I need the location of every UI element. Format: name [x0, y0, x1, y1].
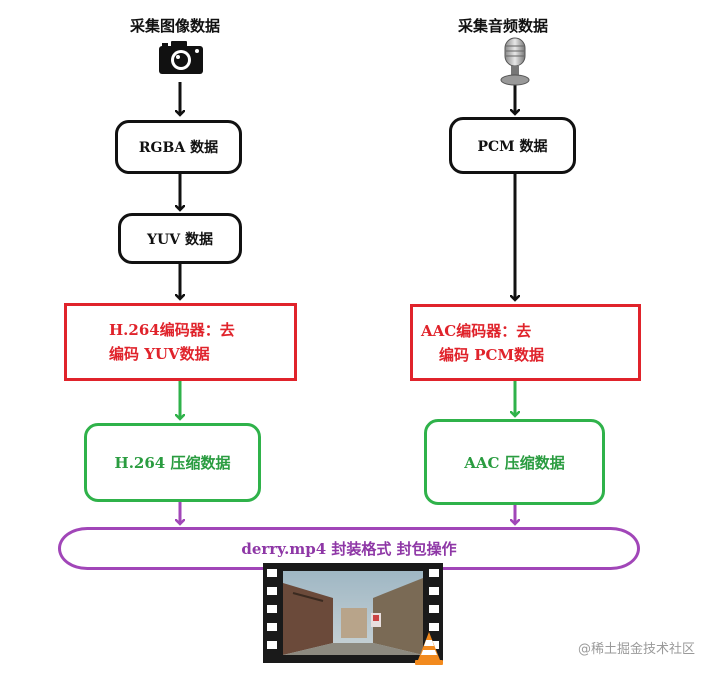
- yuv-data-label: YUV 数据: [147, 231, 213, 248]
- rgba-data-label: RGBA 数据: [138, 140, 219, 156]
- watermark: @稀土掘金技术社区: [577, 642, 695, 657]
- aac-compressed-label: AAC 压缩数据: [464, 453, 565, 472]
- pcm-data-label: PCM 数据: [477, 138, 548, 155]
- aac-compressed-box: AAC 压缩数据: [424, 419, 605, 505]
- h264-encoder-line1: H.264编码器：去: [109, 321, 235, 339]
- camera-icon: [159, 41, 203, 74]
- aac-encoder-box: AAC编码器：去 编码 PCM数据: [410, 304, 641, 381]
- h264-compressed-box: H.264 压缩数据: [84, 423, 261, 502]
- vlc-cone-icon: [415, 632, 443, 665]
- video-capture-label: 采集图像数据: [130, 17, 221, 35]
- h264-encoder-line2: 编码 YUV数据: [109, 345, 210, 363]
- microphone-icon: [500, 37, 530, 86]
- h264-encoder-box: H.264编码器：去 编码 YUV数据: [64, 303, 297, 381]
- rgba-data-box: RGBA 数据: [115, 120, 242, 174]
- yuv-data-box: YUV 数据: [118, 213, 242, 264]
- mux-box: derry.mp4 封装格式 封包操作: [58, 527, 640, 570]
- pcm-data-box: PCM 数据: [449, 117, 576, 174]
- aac-encoder-line2: 编码 PCM数据: [439, 345, 545, 364]
- aac-encoder-line1: AAC编码器：去: [421, 321, 532, 340]
- mux-label: derry.mp4 封装格式 封包操作: [241, 540, 457, 558]
- film-strip-icon: [263, 563, 443, 663]
- h264-compressed-label: H.264 压缩数据: [114, 454, 231, 472]
- audio-capture-label: 采集音频数据: [458, 17, 549, 35]
